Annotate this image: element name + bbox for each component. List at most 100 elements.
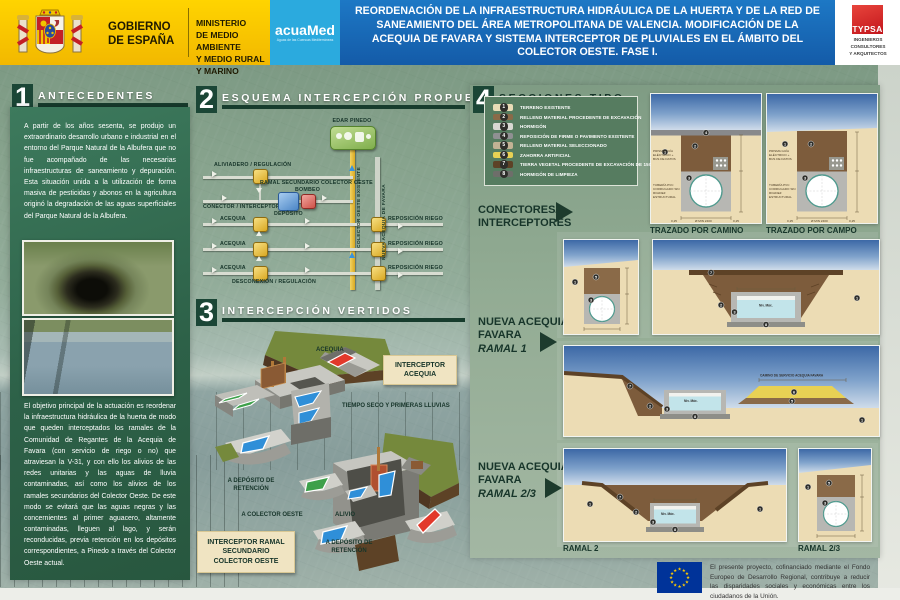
flow-arrow bbox=[305, 218, 310, 224]
svg-text:7: 7 bbox=[619, 495, 621, 499]
flow-arrow bbox=[322, 195, 327, 201]
acequia-node-2 bbox=[253, 242, 268, 257]
flow-arrow bbox=[398, 223, 403, 229]
acequia-label-3: ACEQUIA bbox=[220, 265, 246, 271]
svg-text:0,25: 0,25 bbox=[849, 219, 855, 223]
svg-text:CORRUGADO SIN: CORRUGADO SIN bbox=[769, 187, 795, 191]
flow-arrow bbox=[305, 243, 310, 249]
conectores-group-label: CONECTORES/INTERCEPTORES bbox=[478, 204, 572, 230]
desconexion-label: DESCONEXIÓN / REGULACIÓN bbox=[232, 279, 316, 285]
acequia-label-2: ACEQUIA bbox=[220, 241, 246, 247]
conector-interceptor-label: CONECTOR / INTERCEPTOR bbox=[203, 204, 280, 210]
svg-text:2: 2 bbox=[649, 404, 651, 408]
reposicion-label-2: REPOSICIÓN RIEGO bbox=[388, 241, 443, 247]
interception-3d-diagram bbox=[215, 331, 459, 571]
svg-text:ELÉCTRICO +: ELÉCTRICO + bbox=[653, 152, 674, 157]
a-deposito-label-1: A DEPÓSITO DE RETENCIÓN bbox=[227, 478, 275, 492]
svg-text:★: ★ bbox=[686, 575, 690, 581]
group-arrow bbox=[545, 478, 562, 498]
section-ramal1-pipe: 1 5 3 bbox=[563, 239, 639, 335]
poster-title: REORDENACIÓN DE LA INFRAESTRUCTURA HIDRÁ… bbox=[355, 4, 820, 59]
svg-text:5: 5 bbox=[595, 275, 597, 279]
svg-text:2: 2 bbox=[694, 144, 696, 148]
interceptor-ramal-3d bbox=[299, 433, 459, 571]
svg-text:3: 3 bbox=[804, 176, 806, 180]
edar-pinedo-label: EDAR PINEDO bbox=[332, 118, 372, 124]
acequia-3d-label: ACEQUIA bbox=[316, 347, 344, 353]
reposicion-node-3 bbox=[371, 266, 386, 281]
aliviadero-label: ALIVIADERO / REGULACIÓN bbox=[214, 162, 292, 168]
svg-text:0,25: 0,25 bbox=[671, 219, 677, 223]
svg-text:8: 8 bbox=[674, 528, 676, 532]
tiempo-seco-label: TIEMPO SECO Y PRIMERAS LLUVIAS bbox=[342, 403, 450, 409]
svg-text:3: 3 bbox=[733, 310, 735, 314]
svg-text:★: ★ bbox=[670, 571, 674, 577]
svg-text:0,25: 0,25 bbox=[787, 219, 793, 223]
bombeo-label: BOMBEO bbox=[295, 187, 321, 193]
nueva-acequia-vlabel: NUEVA ACEQUIA DE FAVARA bbox=[382, 184, 387, 260]
svg-text:CORRUGADO SIN: CORRUGADO SIN bbox=[653, 187, 679, 191]
svg-text:★: ★ bbox=[670, 579, 674, 585]
section-ramal1-channel: Niv. Máx. 7 2 3 8 1 bbox=[652, 239, 880, 335]
svg-text:7: 7 bbox=[629, 384, 631, 388]
svg-text:★: ★ bbox=[673, 583, 677, 589]
svg-text:1: 1 bbox=[856, 296, 858, 300]
section1-number: 1 bbox=[12, 84, 33, 111]
section-ramal2: Niv. Máx. 1 7 2 3 8 1 bbox=[563, 448, 787, 542]
svg-text:3: 3 bbox=[688, 176, 690, 180]
acequia-line-1 bbox=[203, 223, 443, 226]
section3-underline bbox=[222, 318, 465, 322]
colector-flow-arrow bbox=[349, 165, 355, 171]
svg-text:1: 1 bbox=[664, 150, 666, 154]
flow-arrow-up bbox=[256, 256, 262, 261]
svg-text:1: 1 bbox=[589, 502, 591, 506]
svg-text:5: 5 bbox=[791, 399, 793, 403]
svg-text:PRISMA GUÍA: PRISMA GUÍA bbox=[769, 149, 790, 153]
svg-text:ESTRUCTURAL: ESTRUCTURAL bbox=[769, 195, 792, 199]
svg-text:TUBERÍA PVC: TUBERÍA PVC bbox=[769, 183, 790, 187]
flow-arrow bbox=[222, 195, 227, 201]
acequia-line-3 bbox=[203, 272, 443, 275]
svg-text:1: 1 bbox=[784, 142, 786, 146]
lake-outfall-photo bbox=[22, 318, 174, 396]
flow-arrow bbox=[212, 267, 217, 273]
svg-text:★: ★ bbox=[685, 579, 689, 585]
acequia-label-1: ACEQUIA bbox=[220, 216, 246, 222]
section-ramal23: 1 5 3 bbox=[798, 448, 872, 542]
reposicion-node-1 bbox=[371, 217, 386, 232]
flow-arrow bbox=[212, 171, 217, 177]
flow-arrow bbox=[305, 267, 310, 273]
reposicion-label-1: REPOSICIÓN RIEGO bbox=[388, 216, 443, 222]
svg-text:★: ★ bbox=[673, 568, 677, 574]
ramal-secundario-line bbox=[203, 176, 353, 179]
svg-text:PRISMA GUÍA: PRISMA GUÍA bbox=[653, 149, 674, 153]
svg-text:BUS DE DATOS: BUS DE DATOS bbox=[653, 157, 676, 161]
svg-text:8: 8 bbox=[765, 323, 767, 327]
section2-title: ESQUEMA INTERCEPCIÓN PROPUESTO bbox=[222, 92, 504, 104]
flow-arrow bbox=[398, 272, 403, 278]
ramal-secundario-label: RAMAL SECUNDARIO COLECTOR OESTE bbox=[260, 180, 373, 186]
acequia-line-2 bbox=[203, 248, 443, 251]
section-ramal1-camino-servicio: Niv. Máx. CAMINO DE SERVICIO ACEQUIA FAV… bbox=[563, 345, 880, 437]
svg-text:★: ★ bbox=[682, 583, 686, 589]
svg-text:Ø MIN 2400: Ø MIN 2400 bbox=[811, 219, 828, 223]
interceptor-acequia-callout: INTERCEPTOR ACEQUIA bbox=[383, 355, 457, 385]
section3-title: INTERCEPCIÓN VERTIDOS bbox=[222, 305, 413, 317]
svg-text:Niv. Máx.: Niv. Máx. bbox=[759, 304, 773, 308]
svg-text:BUS DE DATOS: BUS DE DATOS bbox=[769, 157, 792, 161]
svg-text:3: 3 bbox=[824, 501, 826, 505]
edar-pinedo-node bbox=[330, 126, 376, 150]
